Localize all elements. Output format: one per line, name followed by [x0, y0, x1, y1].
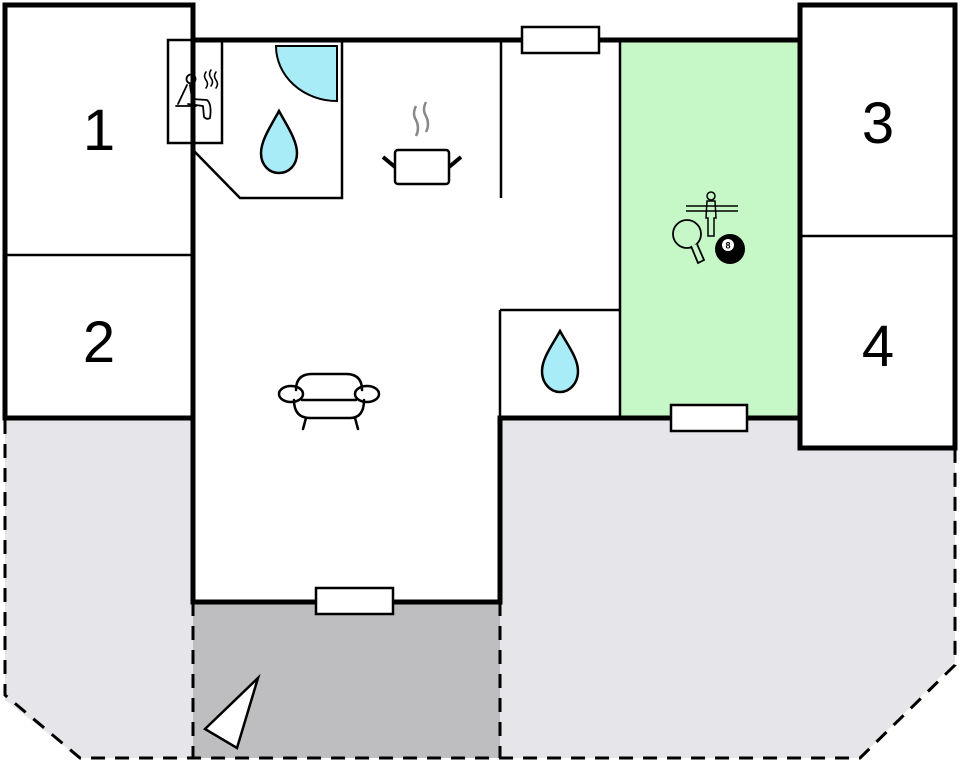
room-label-1: 1 [83, 98, 115, 163]
sauna-icon [175, 69, 219, 120]
covered-terrace [193, 602, 500, 758]
water-drop-icon [540, 328, 580, 394]
water-drop-icon [259, 108, 299, 175]
game-room [620, 40, 800, 418]
table-tennis-icon [672, 219, 706, 265]
windows [314, 25, 749, 616]
room-label-3: 3 [862, 91, 894, 156]
room-label-4: 4 [862, 314, 894, 379]
compass-arrow-icon [202, 673, 261, 750]
sofa-icon [277, 372, 381, 431]
cooking-pot-icon [381, 101, 463, 186]
shower-icon [274, 45, 338, 103]
foosball-icon [686, 191, 738, 237]
terrace-area [3, 418, 957, 760]
room-label-2: 2 [83, 310, 115, 375]
billiard-ball-icon: 8 [715, 234, 745, 264]
svg-text:8: 8 [725, 241, 730, 251]
